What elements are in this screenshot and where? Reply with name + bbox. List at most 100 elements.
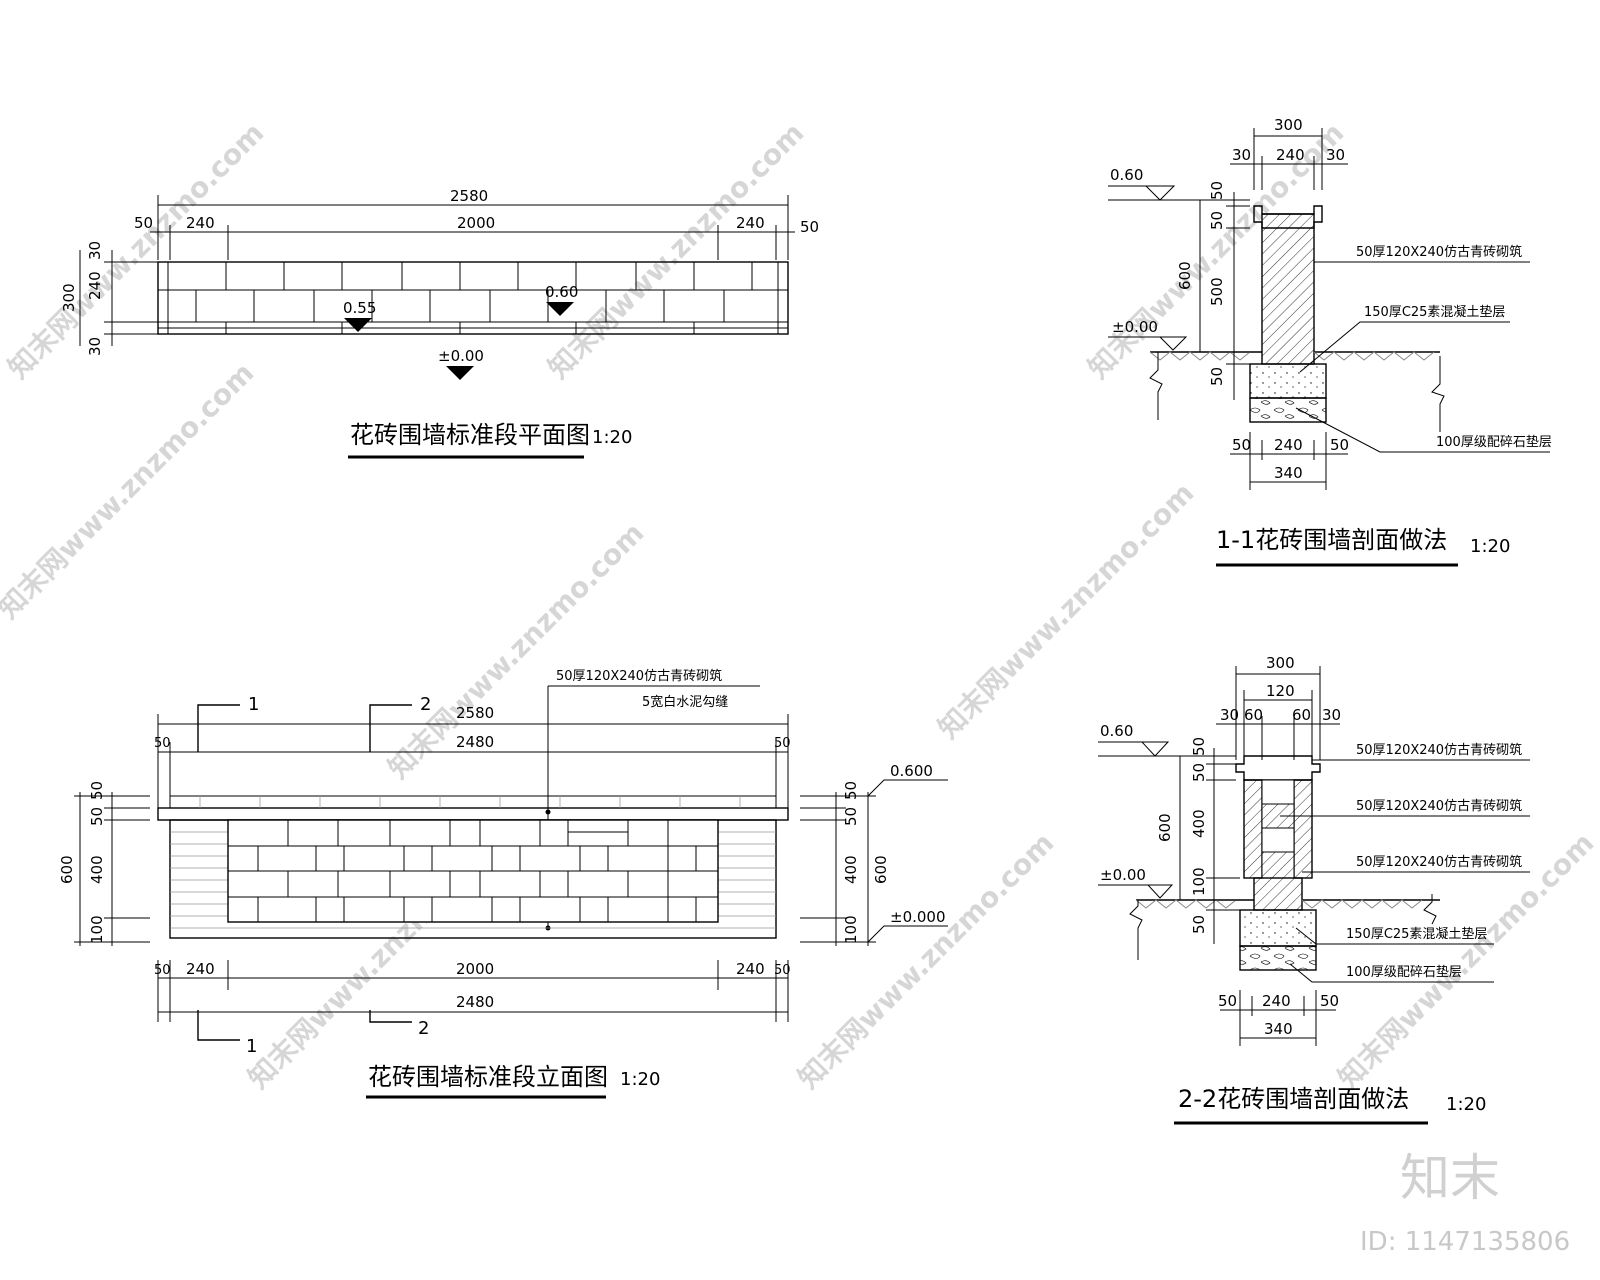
s2-dim-120: 120 (1266, 682, 1295, 700)
s2-dim-30-r: 30 (1322, 706, 1341, 724)
plan-dim-30-bottom: 30 (86, 337, 104, 356)
s1-note-brick: 50厚120X240仿古青砖砌筑 (1356, 244, 1522, 260)
elev-panel-bricks (228, 820, 718, 922)
elevation-view: 1 2 1 2 2580 2480 50 50 50厚120X240仿古青砖砌筑… (58, 668, 948, 1099)
s2-dim-340: 340 (1264, 1020, 1293, 1038)
elev-dim-400-rv: 400 (842, 855, 860, 884)
s2-dim-400: 400 (1190, 809, 1208, 838)
watermark-text: 知末网www.znzmo.com (2, 116, 271, 385)
plan-dim-inner: 2000 (457, 214, 495, 232)
elev-dim-100-v: 100 (88, 915, 106, 944)
plan-dim-240-left: 240 (186, 214, 215, 232)
plan-view: 2580 50 240 2000 240 50 240 30 30 300 (60, 187, 819, 459)
s2-elev-top: 0.60 (1100, 722, 1133, 740)
s1-scale: 1:20 (1470, 536, 1510, 557)
elev-dim-240-br: 240 (736, 960, 765, 978)
s1-dim-240-b: 240 (1274, 436, 1303, 454)
s1-dim-240: 240 (1276, 146, 1305, 164)
s1-dim-600: 600 (1176, 261, 1194, 290)
s1-dim-50-v1: 50 (1208, 181, 1226, 200)
plan-dim-240-v: 240 (86, 271, 104, 300)
s2-dim-50-v2: 50 (1190, 763, 1208, 782)
s2-dim-100: 100 (1190, 867, 1208, 896)
plan-dim-50-right: 50 (800, 218, 819, 236)
s1-dim-30-l: 30 (1232, 146, 1251, 164)
section-mark-1: 1 (248, 694, 259, 715)
elev-marker (446, 366, 474, 380)
plan-elev-a: 0.55 (343, 299, 376, 317)
elev-note-joint: 5宽白水泥勾缝 (642, 694, 728, 710)
s1-dim-500: 500 (1208, 277, 1226, 306)
elev-dim-50-v2: 50 (88, 807, 106, 826)
elev-marker (546, 302, 574, 316)
plan-dim-240-right: 240 (736, 214, 765, 232)
s2-gravel-base (1239, 945, 1317, 971)
elev-note-brick: 50厚120X240仿古青砖砌筑 (556, 668, 722, 684)
elev-dim-50-v1: 50 (88, 781, 106, 800)
s1-dim-340: 340 (1274, 464, 1303, 482)
s2-elev-ground: ±0.00 (1100, 866, 1146, 884)
elev-ground-level: ±0.000 (890, 908, 946, 926)
s1-elev-top: 0.60 (1110, 166, 1143, 184)
plan-dim-total: 2580 (450, 187, 488, 205)
plan-elev-b: 0.60 (545, 283, 578, 301)
watermark-text: 知末网www.znzmo.com (932, 476, 1201, 745)
s2-dim-60-l: 60 (1244, 706, 1263, 724)
plan-dim-300: 300 (60, 283, 78, 312)
s2-dim-30-l: 30 (1220, 706, 1239, 724)
elev-title: 花砖围墙标准段立面图 (368, 1063, 608, 1091)
section-mark-1-bottom: 1 (246, 1036, 257, 1057)
elev-dim-240-bl: 240 (186, 960, 215, 978)
s2-dim-50-br: 50 (1320, 992, 1339, 1010)
s1-dim-50-bl: 50 (1232, 436, 1251, 454)
elev-dim-2480-top: 2480 (456, 733, 494, 751)
s2-dim-240-b: 240 (1262, 992, 1291, 1010)
watermark-text: 知末网www.znzmo.com (792, 826, 1061, 1095)
plan-scale: 1:20 (592, 427, 632, 448)
s1-concrete-base (1249, 363, 1327, 399)
elev-dim-50-tl: 50 (154, 736, 171, 751)
section-mark-2: 2 (420, 694, 431, 715)
s2-scale: 1:20 (1446, 1094, 1486, 1115)
elev-dim-2480-bottom: 2480 (456, 993, 494, 1011)
watermark-id: ID: 1147135806 (1360, 1227, 1570, 1257)
s1-elev-ground: ±0.00 (1112, 318, 1158, 336)
s2-note-concrete: 150厚C25素混凝土垫层 (1346, 926, 1487, 942)
s2-dim-60-r: 60 (1292, 706, 1311, 724)
s2-title: 2-2花砖围墙剖面做法 (1178, 1085, 1409, 1113)
plan-brick-joints (195, 262, 753, 334)
s2-note-brick-3: 50厚120X240仿古青砖砌筑 (1356, 854, 1522, 870)
s1-dim-50-v3: 50 (1208, 367, 1226, 386)
s2-dim-50-v3: 50 (1190, 915, 1208, 934)
s1-dim-50-v2: 50 (1208, 211, 1226, 230)
s2-dim-50-bl: 50 (1218, 992, 1237, 1010)
s1-note-concrete: 150厚C25素混凝土垫层 (1364, 304, 1505, 320)
elev-scale: 1:20 (620, 1069, 660, 1090)
section-2-view: 300 120 30 60 60 30 0.60 (1098, 654, 1530, 1125)
elev-top-level: 0.600 (890, 762, 933, 780)
watermark-text: 知末网www.znzmo.com (0, 356, 260, 625)
elev-marker (344, 318, 372, 332)
s2-note-gravel: 100厚级配碎石垫层 (1346, 964, 1462, 980)
s2-dim-600: 600 (1156, 813, 1174, 842)
elev-dim-600-v: 600 (58, 855, 76, 884)
elev-dim-50-rv1: 50 (842, 781, 860, 800)
elev-dim-50-br: 50 (774, 963, 791, 978)
section-mark-2-bottom: 2 (418, 1018, 429, 1039)
elev-dim-400-v: 400 (88, 855, 106, 884)
s2-dim-300: 300 (1266, 654, 1295, 672)
plan-dim-50-left: 50 (134, 214, 153, 232)
s2-note-brick-1: 50厚120X240仿古青砖砌筑 (1356, 742, 1522, 758)
elev-dim-600-rv: 600 (872, 855, 890, 884)
elev-dim-2000: 2000 (456, 960, 494, 978)
s1-dim-30-r: 30 (1326, 146, 1345, 164)
elev-dim-50-bl: 50 (154, 963, 171, 978)
plan-dim-30-top: 30 (86, 241, 104, 260)
watermark-text: 知末网www.znzmo.com (542, 116, 811, 385)
watermark-text: 知末网www.znzmo.com (382, 516, 651, 785)
section-1-view: 300 30 240 30 0.60 ±0.00 50 5 (1108, 116, 1552, 567)
plan-elev-ground: ±0.00 (438, 347, 484, 365)
plan-title: 花砖围墙标准段平面图 (350, 421, 590, 449)
s1-gravel-base (1249, 397, 1327, 423)
